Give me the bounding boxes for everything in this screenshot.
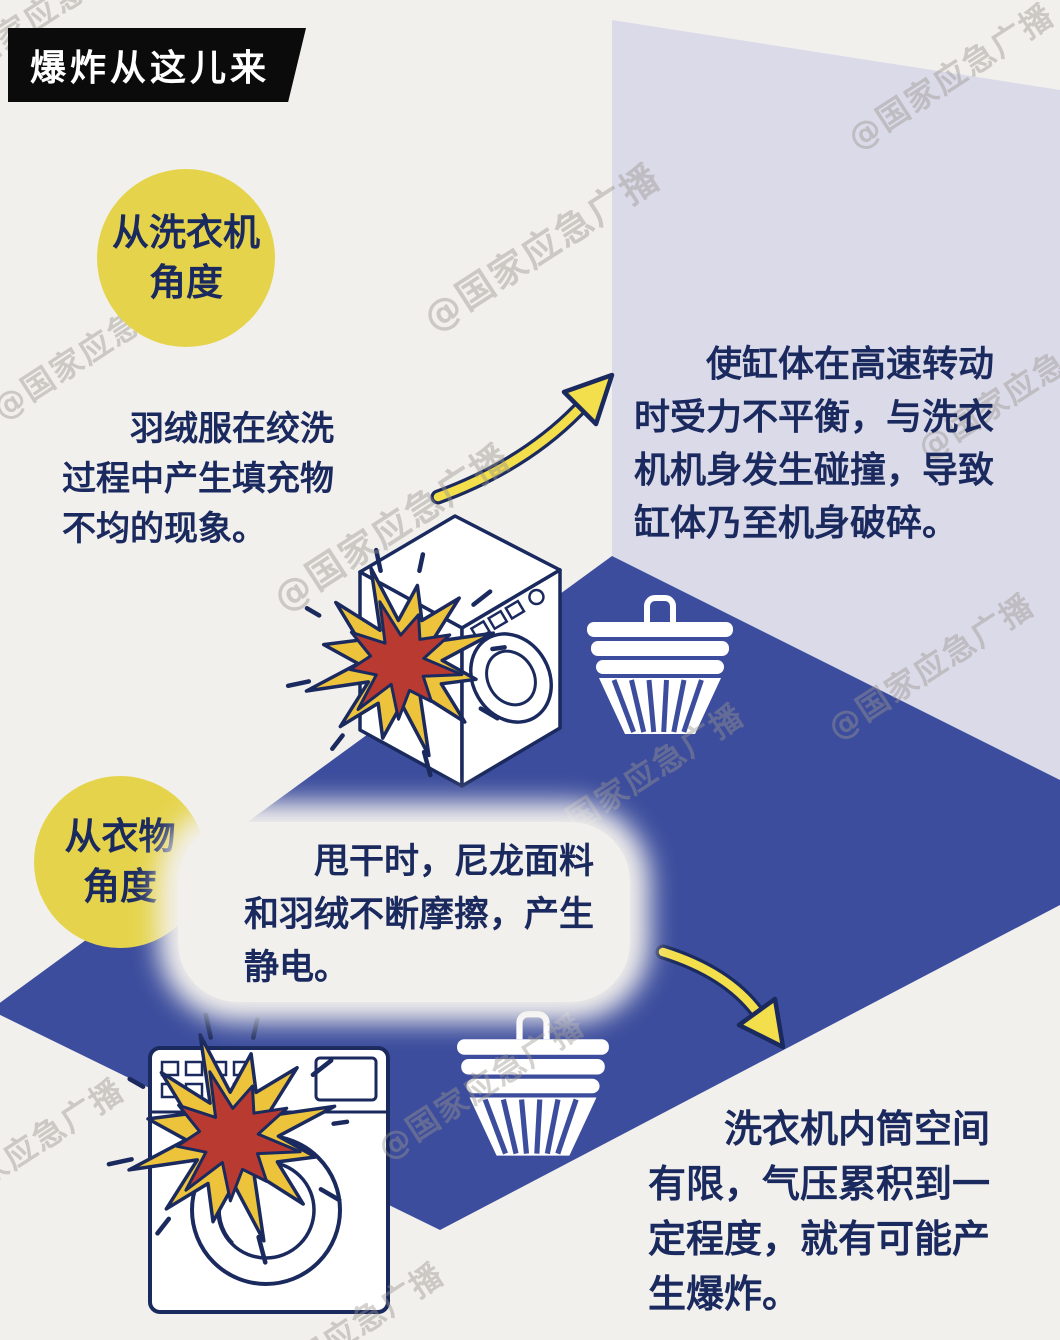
text-line: 缸体乃至机身破碎。 <box>634 503 959 544</box>
text-line: 甩干时，尼龙面料 <box>314 842 595 882</box>
washer-detergent-drawer <box>314 1056 378 1102</box>
text-line: 不均的现象。 <box>62 509 266 549</box>
text-line: 时受力不平衡，与洗衣 <box>634 397 995 438</box>
washer-cause-text: 羽绒服在绞洗 过程中产生填充物 不均的现象。 <box>62 404 334 554</box>
clothes-effect-text: 洗衣机内筒空间 有限，气压累积到一 定程度，就有可能产 生爆炸。 <box>648 1102 990 1322</box>
text-line: 羽绒服在绞洗 <box>130 409 334 449</box>
text-line: 机机身发生碰撞，导致 <box>634 450 995 491</box>
text-line: 静电。 <box>244 948 350 988</box>
text-line: 过程中产生填充物 <box>62 459 334 499</box>
badge-line: 从衣物 <box>64 815 176 859</box>
washer-control-panel <box>469 588 545 641</box>
arrow-washer-cause-effect <box>430 372 615 505</box>
arrow-clothes-cause-effect <box>655 944 786 1050</box>
badge-line: 角度 <box>83 865 157 908</box>
clothes-cause-text: 甩干时，尼龙面料 和羽绒不断摩擦，产生 静电。 <box>244 836 594 995</box>
text-line: 定程度，就有可能产 <box>648 1217 991 1261</box>
washer-effect-text: 使缸体在高速转动 时受力不平衡，与洗衣 机机身发生碰撞，导致 缸体乃至机身破碎。 <box>634 338 994 550</box>
text-line: 有限，气压累积到一 <box>648 1162 991 1206</box>
page-title-banner: 爆炸从这儿来 <box>8 28 307 102</box>
badge-line: 角度 <box>149 261 223 304</box>
badge-washer-angle: 从洗衣机 角度 <box>97 169 275 347</box>
badge-line: 从洗衣机 <box>112 211 260 255</box>
light-backdrop <box>178 822 630 1002</box>
text-line: 和羽绒不断摩擦，产生 <box>244 895 595 935</box>
explosion-burst-bottom <box>106 1012 350 1265</box>
text-line: 洗衣机内筒空间 <box>724 1107 991 1151</box>
badge-clothes-angle: 从衣物 角度 <box>34 776 206 948</box>
text-line: 使缸体在高速转动 <box>706 344 995 385</box>
text-line: 生爆炸。 <box>648 1272 801 1316</box>
explosion-burst-top <box>285 547 507 778</box>
room-wall <box>612 20 1060 780</box>
